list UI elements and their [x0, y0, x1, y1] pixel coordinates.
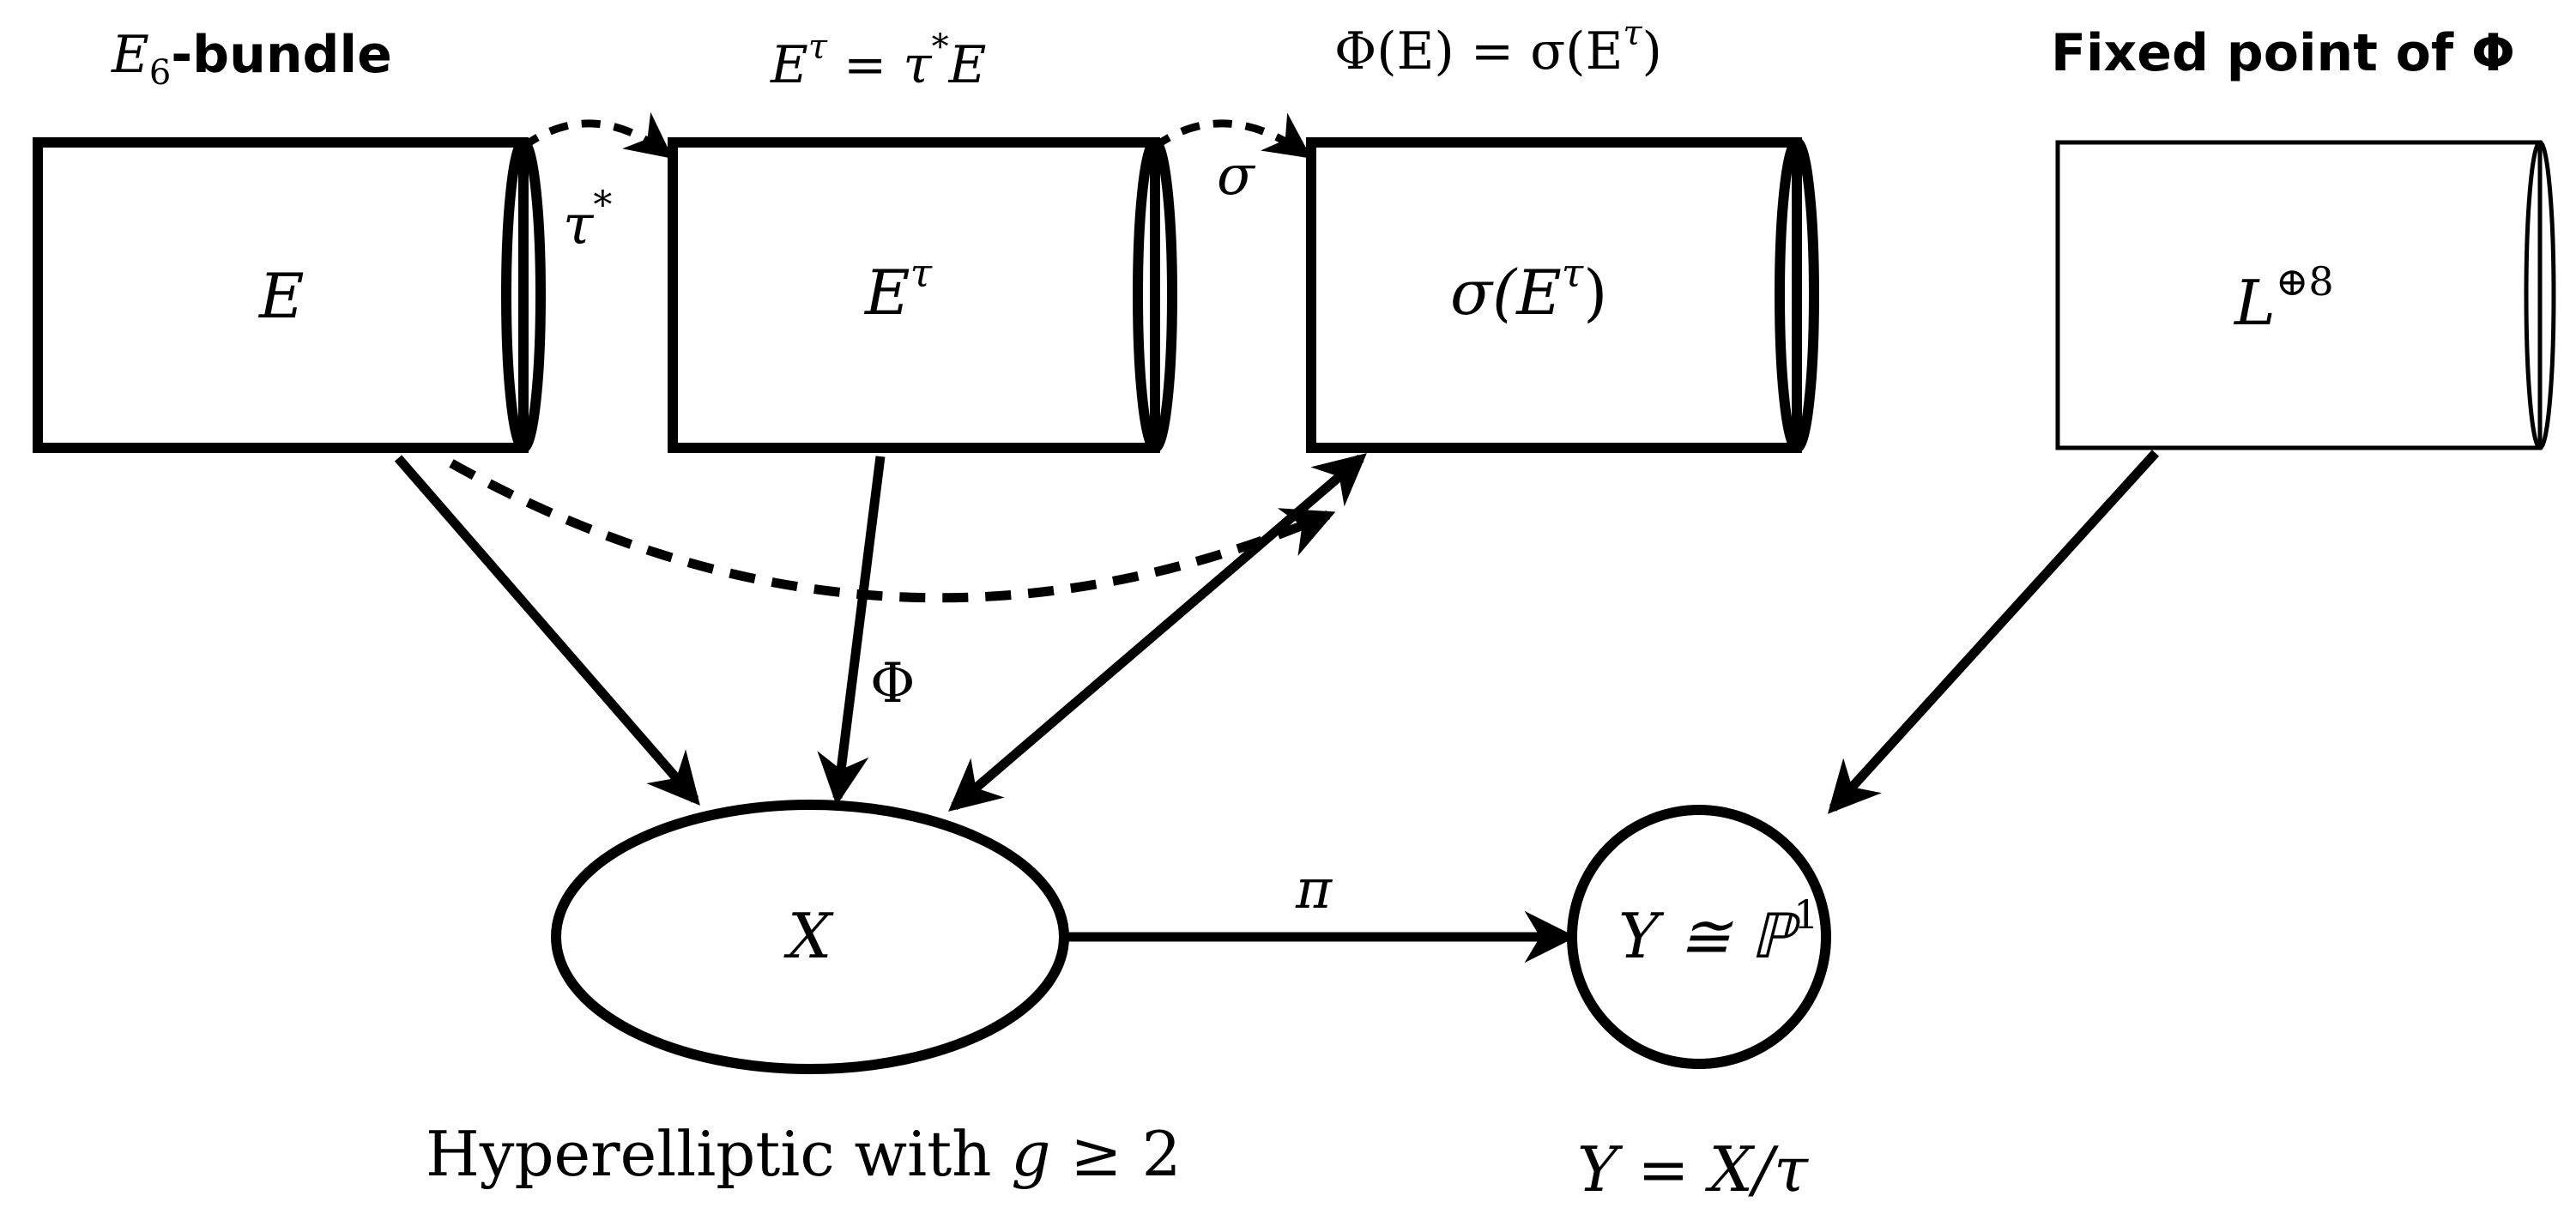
curve-x-label: X [783, 900, 834, 972]
arrow-e-to-x [394, 455, 700, 806]
curve-x-ellipse [551, 800, 1069, 1074]
bundle-e: E [33, 137, 546, 453]
curve-x: X [551, 800, 1069, 1074]
arrow-phi-composite [449, 459, 1336, 603]
bundle-e-tau: Eτ [668, 137, 1177, 453]
arrow-sigma-e-tau-to-x [948, 453, 1367, 812]
arrow-e-tau-to-x [817, 456, 886, 806]
bundle-sigma-e-tau-cap [1775, 137, 1819, 453]
curve-y: Y ≅ ℙ1 [1567, 805, 1831, 1069]
arrow-l-sum-to-y [1827, 450, 2160, 814]
label-sigma: σ [1217, 144, 1256, 208]
arrow-tau-star [519, 112, 674, 159]
bundle-l-sum: L⊕8 [2055, 140, 2556, 450]
arrow-sigma [1151, 112, 1312, 159]
curve-y-label: Y ≅ ℙ1 [1618, 891, 1818, 972]
caption-hyperelliptic: Hyperelliptic with g ≥ 2 [426, 1118, 1181, 1190]
label-pi: π [1295, 858, 1333, 921]
heading-fixed-point: Fixed point of Φ [2051, 23, 2515, 83]
bundle-sigma-e-tau: σ(Eτ) [1306, 137, 1819, 453]
heading-e6-bundle: E6-bundle [111, 25, 392, 93]
bundle-sigma-e-tau-label: σ(Eτ) [1450, 250, 1607, 329]
bundle-l-sum-cap [2524, 140, 2556, 450]
heading-phi-definition: Φ(E) = σ(Eτ) [1334, 14, 1662, 82]
bundle-l-sum-label: L⊕8 [2233, 258, 2334, 339]
bundle-e-label: E [257, 260, 305, 332]
caption-quotient: Y = X/τ [1577, 1133, 1809, 1205]
label-phi: Φ [870, 652, 915, 716]
heading-pullback: Eτ = τ*E [770, 27, 986, 95]
bundle-e-tau-label: Eτ [863, 250, 934, 329]
label-tau-star: τ* [563, 184, 612, 257]
